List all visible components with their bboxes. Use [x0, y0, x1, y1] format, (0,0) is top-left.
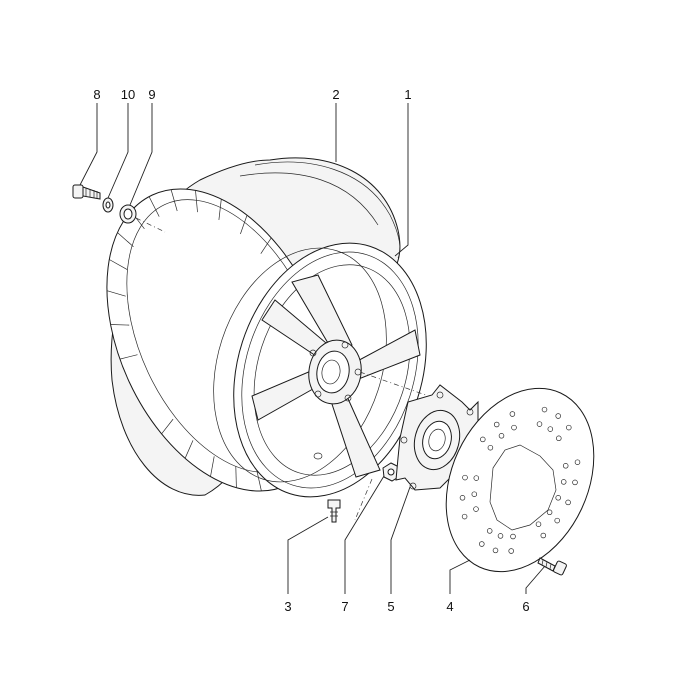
vent-hole: [535, 521, 542, 527]
tread-block: [109, 259, 128, 270]
brake-disc-4: [445, 387, 595, 573]
vent-hole: [462, 474, 468, 481]
vent-hole: [459, 495, 466, 501]
vent-hole: [487, 444, 494, 451]
axis-bolt-8: [135, 217, 166, 233]
callout-8: 8: [93, 87, 100, 102]
tread-block: [161, 418, 174, 435]
disc-vent-holes: [459, 406, 581, 554]
vent-hole: [473, 475, 480, 481]
vent-hole: [493, 421, 500, 428]
wheel-rim: [213, 242, 427, 498]
callout-2: 2: [332, 87, 339, 102]
vent-hole: [510, 533, 516, 540]
tread-block: [210, 456, 215, 477]
vent-hole: [546, 509, 553, 516]
vent-hole: [562, 463, 569, 469]
vent-hole: [565, 499, 571, 506]
vent-hole: [498, 433, 505, 439]
vent-hole: [540, 532, 547, 539]
callout-6: 6: [522, 599, 529, 614]
vent-hole: [574, 459, 581, 465]
rim-spokes: [251, 274, 421, 478]
vent-hole: [554, 517, 560, 524]
vent-hole: [555, 495, 561, 501]
disc-center-cutout: [489, 444, 557, 531]
vent-hole: [497, 533, 504, 539]
axis-nut-7: [354, 478, 373, 521]
vent-hole: [486, 528, 493, 534]
vent-hole: [566, 424, 572, 431]
vent-hole: [572, 479, 578, 486]
axis-hub: [359, 371, 441, 401]
vent-hole: [560, 479, 567, 485]
tread-block: [184, 440, 194, 459]
vent-hole: [480, 436, 486, 443]
vent-hole: [541, 406, 548, 413]
callout-4: 4: [446, 599, 453, 614]
tread-block: [195, 190, 198, 213]
callout-9: 9: [148, 87, 155, 102]
valve-3: [327, 499, 341, 523]
bolt-8: [72, 184, 101, 200]
callout-10: 10: [121, 87, 135, 102]
tread-block: [117, 232, 134, 248]
tread-block: [218, 199, 222, 220]
vent-hole: [508, 548, 514, 554]
vent-hole: [492, 547, 499, 554]
callout-3: 3: [284, 599, 291, 614]
callout-5: 5: [387, 599, 394, 614]
vent-hole: [555, 413, 561, 419]
tread-block: [170, 189, 178, 212]
tread-block: [235, 466, 237, 488]
vent-hole: [473, 506, 479, 512]
vent-hole: [461, 513, 468, 520]
washer-10: [102, 197, 114, 213]
callout-7: 7: [341, 599, 348, 614]
nut-7: [382, 462, 401, 482]
tread-block: [256, 469, 262, 492]
vent-hole: [556, 435, 562, 442]
vent-hole: [471, 491, 478, 497]
tread-block: [106, 290, 126, 297]
callout-1: 1: [404, 87, 411, 102]
callout-labels: 8 10 9 2 1 3 7 5 4 6: [93, 87, 529, 614]
vent-hole: [547, 426, 554, 432]
tread-block: [260, 237, 272, 254]
vent-hole: [511, 424, 517, 431]
vent-hole: [536, 421, 543, 427]
bolt-6: [537, 557, 567, 576]
tread-block: [110, 324, 130, 326]
leader-lines: [79, 103, 546, 594]
tread-block: [240, 215, 248, 235]
tread-block: [119, 354, 138, 360]
vent-hole: [479, 541, 485, 547]
tread-block: [148, 196, 160, 217]
washer-9: [119, 204, 137, 224]
vent-hole: [509, 411, 516, 417]
